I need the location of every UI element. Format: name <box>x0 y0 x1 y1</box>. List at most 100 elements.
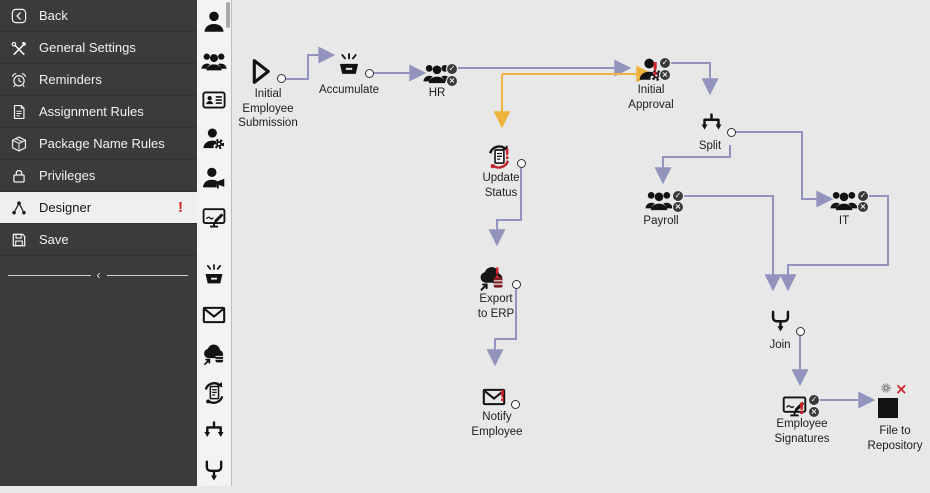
error-indicator: ! <box>651 59 660 80</box>
accumulate-node-icon <box>335 52 363 80</box>
node-label: Employee <box>776 418 828 430</box>
sidebar-item-label: Designer <box>39 200 92 215</box>
node-label: IT <box>838 215 850 227</box>
approve-badge[interactable]: ✓ <box>446 63 458 75</box>
node-label: Submission <box>238 117 298 129</box>
palette-item-user-announce[interactable] <box>197 161 231 200</box>
notify-employee-node-icon <box>481 384 507 410</box>
employee-signatures-node-icon <box>781 392 808 419</box>
sidebar-item-reminders[interactable]: Reminders <box>0 64 197 96</box>
user-settings-icon <box>201 126 227 157</box>
signature-monitor-icon <box>201 204 227 235</box>
node-label: Payroll <box>643 215 679 227</box>
sidebar-item-label: Reminders <box>39 72 102 87</box>
package-name-rules-icon <box>10 135 28 153</box>
palette-item-export-database[interactable] <box>197 337 231 376</box>
sidebar-item-privileges[interactable]: Privileges <box>0 160 197 192</box>
sidebar-item-general-settings[interactable]: General Settings <box>0 32 197 64</box>
error-indicator: ! <box>499 387 506 405</box>
connector-port[interactable] <box>364 69 374 78</box>
reject-badge[interactable]: × <box>446 74 458 87</box>
approve-badge[interactable]: ✓ <box>808 394 820 406</box>
id-card-icon <box>201 87 227 118</box>
designer-icon <box>10 199 28 217</box>
reject-badge[interactable]: × <box>808 406 820 418</box>
node-delete-icon[interactable]: × <box>895 380 908 398</box>
sidebar-item-label: Save <box>39 232 69 247</box>
workflow-edge[interactable] <box>488 168 522 247</box>
node-label: Join <box>769 339 791 351</box>
palette-item-user-group[interactable] <box>197 44 231 83</box>
node-label: Initial <box>637 84 665 96</box>
workflow-edge[interactable] <box>671 62 719 96</box>
approve-badge[interactable]: ✓ <box>659 57 671 69</box>
file-to-repository-node-icon <box>876 396 900 420</box>
node-label: Notify <box>482 411 512 423</box>
connector-port[interactable] <box>726 127 736 137</box>
node-label: to ERP <box>477 307 515 320</box>
node-label: Initial <box>254 88 282 100</box>
connector-port[interactable] <box>511 280 521 289</box>
reminders-icon <box>10 71 28 89</box>
workflow-edge[interactable] <box>735 131 834 208</box>
palette-item-split[interactable] <box>197 415 231 454</box>
palette-item-document-update[interactable] <box>197 376 231 415</box>
sidebar-item-designer[interactable]: Designer! <box>0 192 197 224</box>
user-announce-icon <box>201 165 227 196</box>
node-label: File to <box>879 425 911 437</box>
connector-port[interactable] <box>516 159 526 168</box>
sidebar-item-assignment-rules[interactable]: Assignment Rules <box>0 96 197 128</box>
workflow-edge[interactable] <box>486 289 517 367</box>
back-icon <box>10 7 28 25</box>
node-settings-icon[interactable] <box>880 382 892 394</box>
save-icon <box>10 231 28 249</box>
export-to-erp-node-icon <box>477 263 507 293</box>
error-indicator: ! <box>504 147 511 163</box>
update-status-node-icon <box>485 143 513 171</box>
node-label: Repository <box>867 439 923 452</box>
palette-item-join[interactable] <box>197 454 231 493</box>
connector-port[interactable] <box>795 326 805 336</box>
workflow-edge[interactable] <box>684 195 782 292</box>
palette-scrollbar[interactable] <box>226 2 230 28</box>
palette-item-signature-monitor[interactable] <box>197 200 231 239</box>
node-palette <box>197 0 232 486</box>
sidebar-collapse-control[interactable]: ‹ <box>0 267 197 283</box>
sidebar-item-package-name-rules[interactable]: Package Name Rules <box>0 128 197 160</box>
email-icon <box>201 302 227 333</box>
node-label: Update <box>482 172 520 184</box>
document-update-icon <box>201 380 227 411</box>
workflow-edge[interactable] <box>779 195 889 292</box>
palette-item-accumulate[interactable] <box>197 259 231 298</box>
error-indicator: ! <box>494 266 501 282</box>
reject-badge[interactable]: × <box>659 68 671 81</box>
sidebar-item-label: Privileges <box>39 168 96 183</box>
sidebar-item-save[interactable]: Save <box>0 224 197 256</box>
node-label: Employee <box>471 425 523 438</box>
export-database-icon <box>201 341 227 372</box>
node-label: Status <box>484 186 518 199</box>
palette-item-user-settings[interactable] <box>197 122 231 161</box>
user-group-icon <box>201 48 227 79</box>
node-label: Export <box>479 293 513 305</box>
workflow-edge[interactable] <box>654 145 731 185</box>
workflow-edges <box>286 46 889 409</box>
palette-item-email[interactable] <box>197 298 231 337</box>
sidebar-item-back[interactable]: Back <box>0 0 197 32</box>
error-indicator: ! <box>798 399 806 418</box>
it-node-icon <box>830 186 858 214</box>
connector-port[interactable] <box>510 399 520 409</box>
user-icon <box>201 9 227 40</box>
reject-badge[interactable]: × <box>857 201 869 213</box>
palette-item-id-card[interactable] <box>197 83 231 122</box>
reject-badge[interactable]: × <box>672 201 684 213</box>
palette-item-user[interactable] <box>197 5 231 44</box>
collapse-chevron-icon[interactable]: ‹ <box>90 268 107 282</box>
node-label: Signatures <box>774 432 830 445</box>
alert-badge: ! <box>178 199 183 216</box>
sidebar-item-label: Assignment Rules <box>39 104 144 119</box>
connector-port[interactable] <box>277 74 286 83</box>
workflow-edge[interactable] <box>286 46 336 80</box>
